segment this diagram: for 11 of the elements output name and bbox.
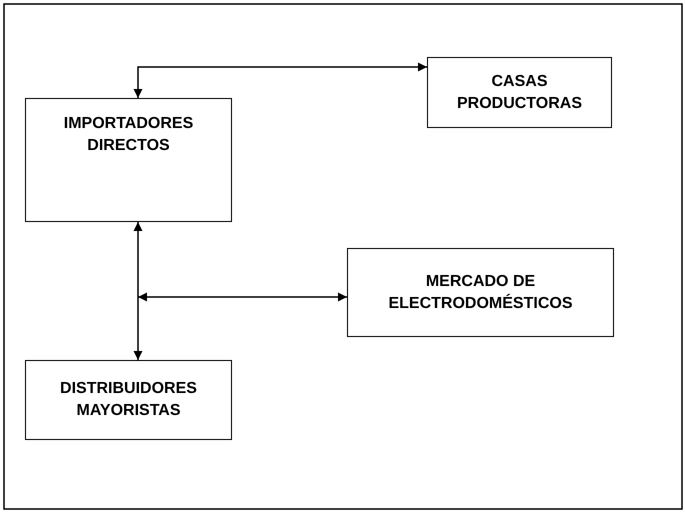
double-arrow bbox=[134, 222, 142, 360]
process-box bbox=[347, 248, 614, 337]
box-label: IMPORTADORES DIRECTOS bbox=[62, 114, 194, 156]
box-label: DISTRIBUIDORES MAYORISTAS bbox=[59, 379, 198, 421]
process-box bbox=[25, 98, 232, 222]
process-box bbox=[25, 360, 232, 440]
box-label: MERCADO DE ELECTRODOMÉSTICOS bbox=[387, 272, 574, 314]
double-arrow bbox=[138, 292, 347, 302]
process-box bbox=[427, 57, 612, 128]
box-label: CASAS PRODUCTORAS bbox=[456, 72, 584, 114]
double-arrow bbox=[134, 62, 427, 98]
